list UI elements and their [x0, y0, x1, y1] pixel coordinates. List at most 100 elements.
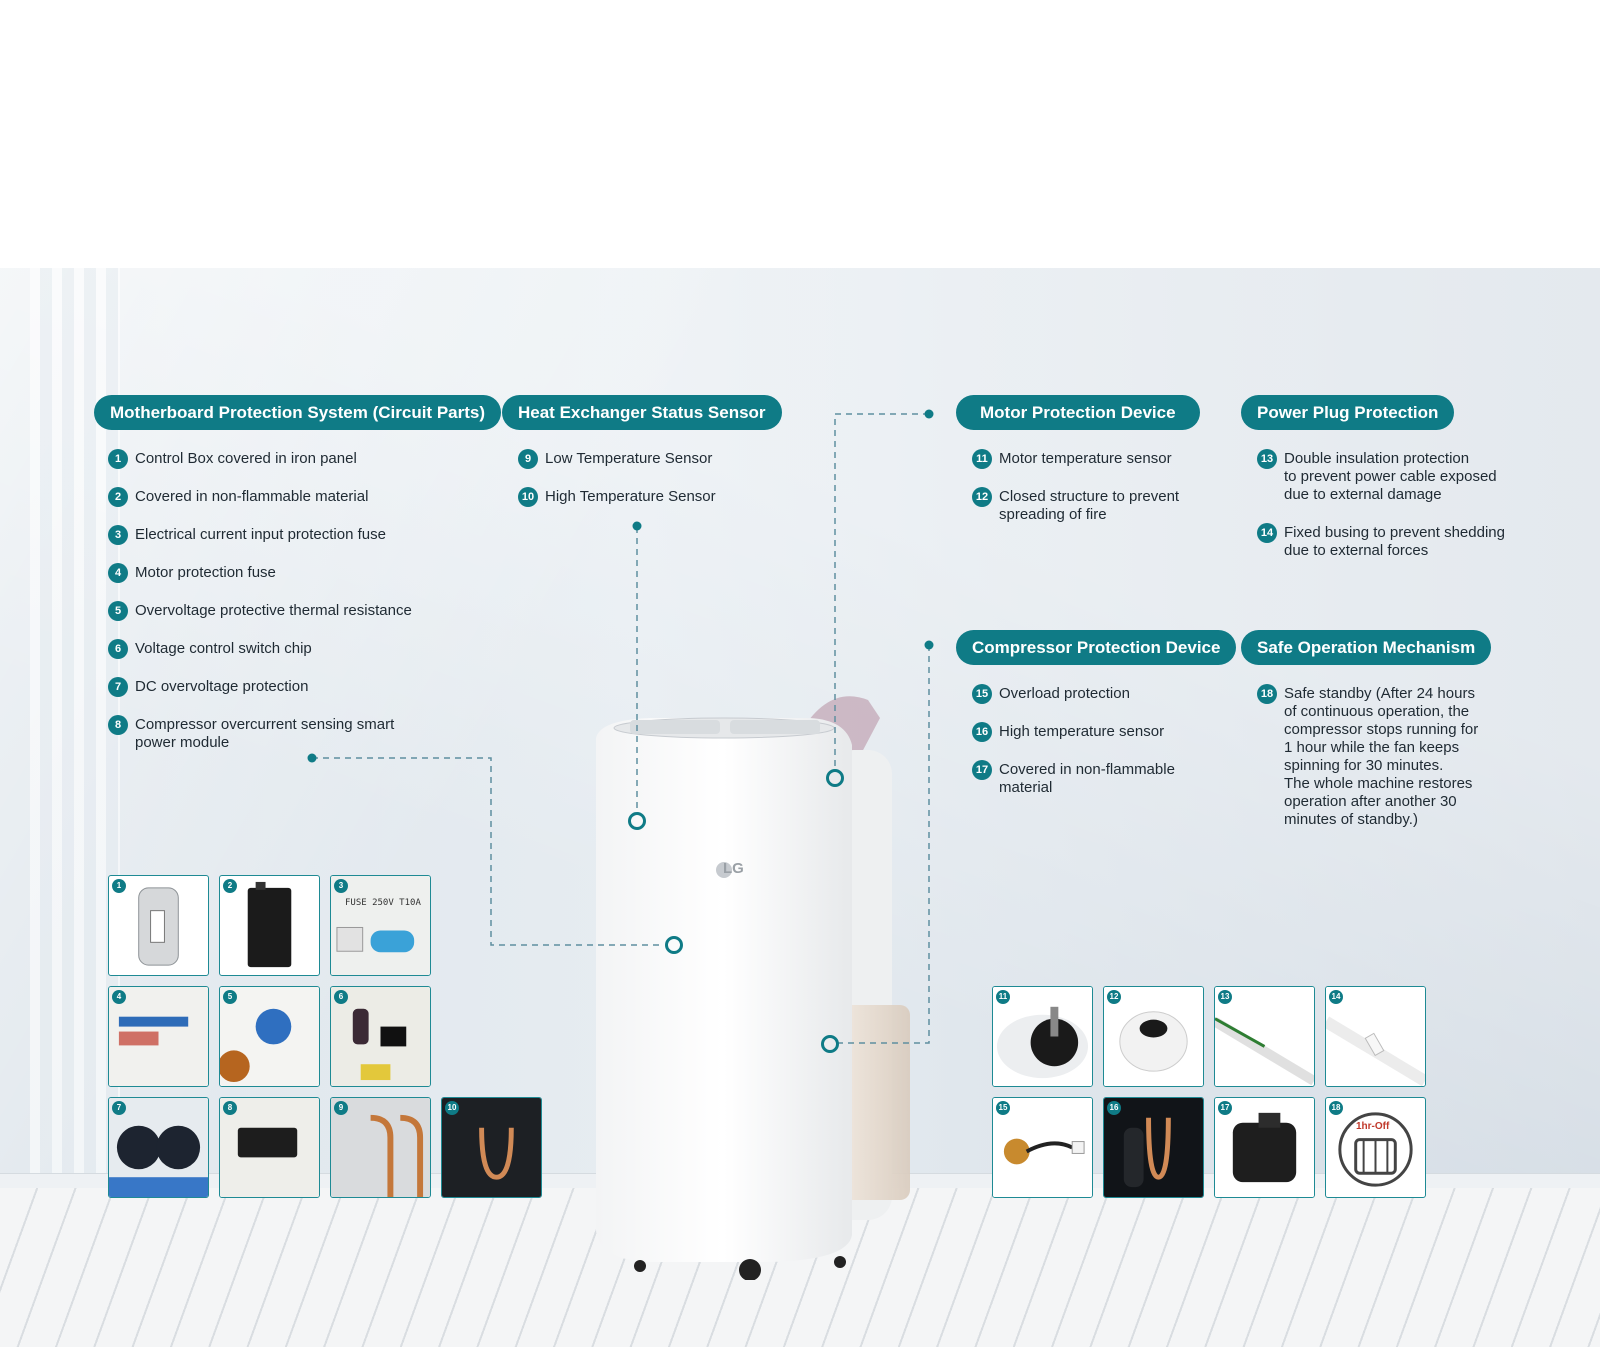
item-number-badge: 1: [108, 449, 128, 469]
thumbnail-number: 8: [223, 1101, 237, 1115]
dehumidifier-image: [596, 696, 910, 1280]
power-cable-image: [1215, 987, 1314, 1086]
item-number-badge: 9: [518, 449, 538, 469]
thumbnail-number: 4: [112, 990, 126, 1004]
item-number-badge: 13: [1257, 449, 1277, 469]
switch-chip-image: [331, 987, 430, 1086]
item-number-badge: 14: [1257, 523, 1277, 543]
item-number-badge: 6: [108, 639, 128, 659]
list-item: 17 Covered in non-flammable material: [972, 760, 1175, 797]
list-item: 5 Overvoltage protective thermal resistan…: [108, 601, 412, 621]
thumbnail-non-flammable-cover-compressor: 17: [1214, 1097, 1315, 1198]
compressor-pipes-image: [442, 1098, 541, 1197]
list-item: 8 Compressor overcurrent sensing smart po…: [108, 715, 395, 752]
sealed-motor-image: [1104, 987, 1203, 1086]
item-number-badge: 12: [972, 487, 992, 507]
timer-label: 1hr-Off: [1356, 1121, 1390, 1132]
list-item: 13 Double insulation protection to preven…: [1257, 449, 1497, 504]
item-number-badge: 15: [972, 684, 992, 704]
thumbnail-number: 7: [112, 1101, 126, 1115]
item-text: High temperature sensor: [999, 723, 1165, 740]
thumbnail-number: 9: [334, 1101, 348, 1115]
thumbnail-number: 14: [1329, 990, 1343, 1004]
thumbnail-number: 16: [1107, 1101, 1121, 1115]
item-text: Motor temperature sensor: [999, 450, 1172, 467]
list-item: 1 Control Box covered in iron panel: [108, 449, 357, 469]
thumbnail-number: 15: [996, 1101, 1010, 1115]
thumbnail-high-temp-sensor: 10: [441, 1097, 542, 1198]
item-text: Covered in non-flammable material: [135, 488, 369, 505]
thumbnail-low-temp-sensor: 9: [330, 1097, 431, 1198]
item-number-badge: 16: [972, 722, 992, 742]
list-item: 12 Closed structure to prevent spreading …: [972, 487, 1180, 524]
compressor-section-title: Compressor Protection Device: [956, 630, 1237, 665]
list-item: 9 Low Temperature Sensor: [518, 449, 713, 469]
iron-panel-image: [138, 887, 179, 966]
item-text: Electrical current input protection fuse: [135, 526, 386, 543]
item-text: Fixed busing to prevent shedding due to …: [1284, 524, 1505, 559]
thermal-resistor-image: [220, 987, 319, 1086]
item-text: Overvoltage protective thermal resistanc…: [135, 602, 412, 619]
capacitors-image: [109, 1098, 208, 1197]
thumbnail-number: 10: [445, 1101, 459, 1115]
list-item: 18 Safe standby (After 24 hours of conti…: [1257, 684, 1479, 829]
thumbnail-smart-power-module: 8: [219, 1097, 320, 1198]
item-text: Covered in non-flammable material: [999, 761, 1175, 796]
thumbnail-number: 17: [1218, 1101, 1232, 1115]
item-text: Safe standby (After 24 hours of continuo…: [1284, 685, 1479, 828]
list-item: 3 Electrical current input protection fus…: [108, 525, 386, 545]
item-text: Double insulation protection to prevent …: [1284, 450, 1497, 503]
item-number-badge: 7: [108, 677, 128, 697]
thumbnail-input-fuse: 3: [330, 875, 431, 976]
wood-floor: [0, 1188, 1600, 1347]
black-housing-image: [1215, 1098, 1314, 1197]
item-text: Closed structure to prevent spreading of…: [999, 488, 1180, 523]
thumbnail-number: 18: [1329, 1101, 1343, 1115]
thumbnail-closed-structure: 12: [1103, 986, 1204, 1087]
list-item: 6 Voltage control switch chip: [108, 639, 312, 659]
item-text: Motor protection fuse: [135, 564, 276, 581]
thumbnail-overload-protection: 15: [992, 1097, 1093, 1198]
thumbnail-control-box: 1: [108, 875, 209, 976]
thumbnail-number: 1: [112, 879, 126, 893]
item-number-badge: 2: [108, 487, 128, 507]
heat-exchanger-section-title: Heat Exchanger Status Sensor: [502, 395, 782, 430]
motor-section-title: Motor Protection Device: [956, 395, 1200, 430]
thumbnail-dc-overvoltage: 7: [108, 1097, 209, 1198]
item-number-badge: 10: [518, 487, 538, 507]
item-number-badge: 17: [972, 760, 992, 780]
thumbnail-thermal-resistance: 5: [219, 986, 320, 1087]
item-text: High Temperature Sensor: [545, 488, 716, 505]
item-number-badge: 5: [108, 601, 128, 621]
motor-image: [993, 987, 1092, 1086]
list-item: 14 Fixed busing to prevent shedding due t…: [1257, 523, 1505, 560]
item-text: Control Box covered in iron panel: [135, 450, 357, 467]
item-text: Voltage control switch chip: [135, 640, 312, 657]
thumbnail-switch-chip: 6: [330, 986, 431, 1087]
overload-protector-image: [993, 1098, 1092, 1197]
list-item: 10 High Temperature Sensor: [518, 487, 716, 507]
lg-logo: LG: [723, 860, 744, 877]
thumbnail-number: 11: [996, 990, 1010, 1004]
item-text: Low Temperature Sensor: [545, 450, 713, 467]
thumbnail-motor-temp-sensor: 11: [992, 986, 1093, 1087]
thumbnail-number: 13: [1218, 990, 1232, 1004]
top-blank-area: [0, 0, 1600, 268]
item-number-badge: 8: [108, 715, 128, 735]
item-text: DC overvoltage protection: [135, 678, 309, 695]
heat-exchanger-image: [331, 1098, 430, 1197]
item-text: Compressor overcurrent sensing smart pow…: [135, 716, 395, 751]
fuse-board-image: [331, 876, 430, 975]
item-number-badge: 11: [972, 449, 992, 469]
safe-operation-section-title: Safe Operation Mechanism: [1241, 630, 1492, 665]
motherboard-section-title: Motherboard Protection System (Circuit P…: [94, 395, 502, 430]
item-number-badge: 3: [108, 525, 128, 545]
thumbnail-number: 3: [334, 879, 348, 893]
item-number-badge: 4: [108, 563, 128, 583]
fuse-rating-label: FUSE 250V T10A: [345, 898, 421, 908]
thumbnail-fixed-busing: 14: [1325, 986, 1426, 1087]
thumbnail-compressor-temp-sensor: 16: [1103, 1097, 1204, 1198]
thumbnail-safe-standby: 18: [1325, 1097, 1426, 1198]
